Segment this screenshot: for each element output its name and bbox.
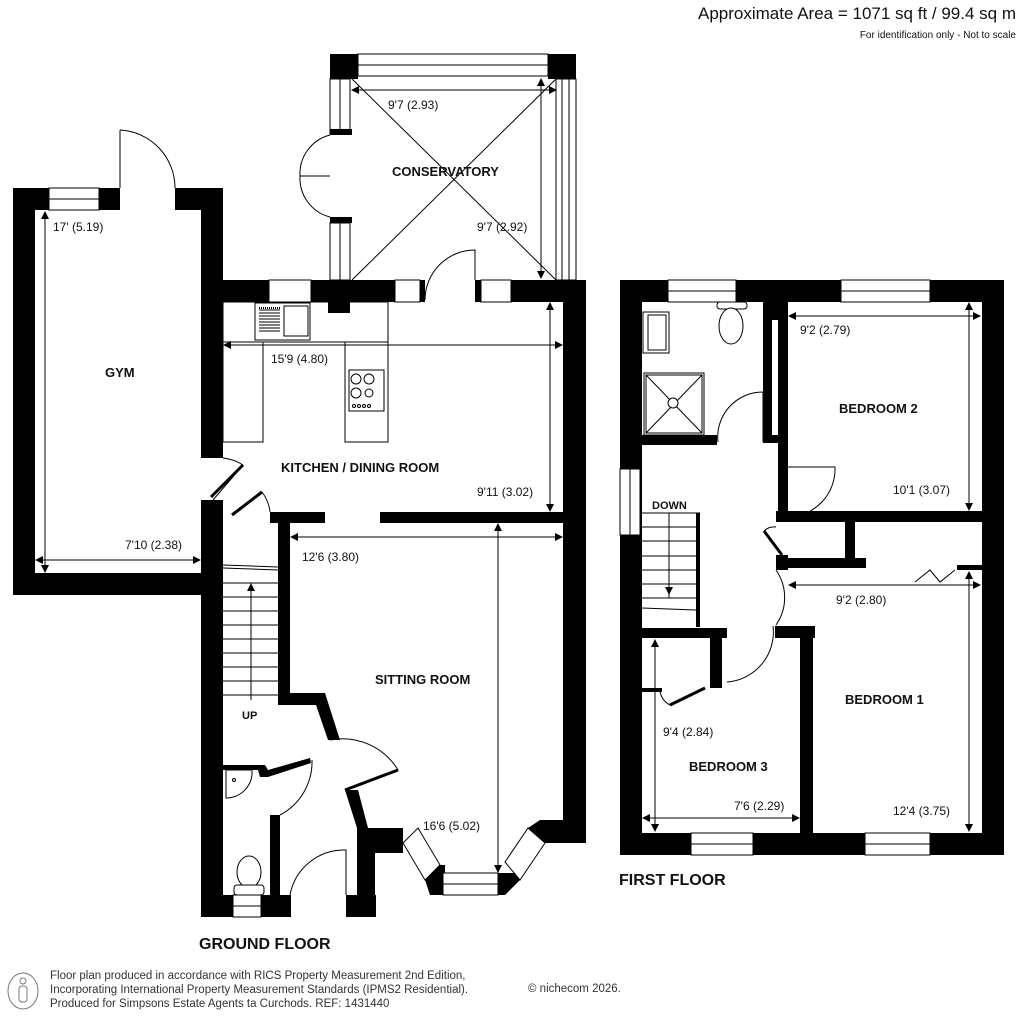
room-label-bedroom-3: BEDROOM 3 bbox=[689, 759, 768, 774]
sitting-length: 16'6 (5.02) bbox=[423, 819, 480, 833]
bath-basin-icon bbox=[642, 311, 670, 354]
conservatory-walls bbox=[299, 53, 577, 281]
wc-icon bbox=[716, 301, 748, 345]
first-dimension-lines bbox=[642, 302, 981, 832]
footer-line-3: Produced for Simpsons Estate Agents ta C… bbox=[50, 998, 390, 1010]
kitchen-length: 9'11 (3.02) bbox=[477, 485, 533, 499]
sitting-room-walls bbox=[278, 512, 586, 915]
kitchen-width: 15'9 (4.80) bbox=[271, 352, 328, 366]
gym-width: 7'10 (2.38) bbox=[125, 538, 182, 552]
ground-floor: GYM 17' (5.19) 7'10 (2.38) CONSERVATORY … bbox=[13, 53, 586, 953]
person-icon bbox=[7, 972, 39, 1010]
floor-plan: GYM 17' (5.19) 7'10 (2.38) CONSERVATORY … bbox=[13, 53, 1004, 953]
bedroom2-width: 9'2 (2.79) bbox=[800, 323, 850, 337]
footer-text: Floor plan produced in accordance with R… bbox=[50, 969, 468, 1011]
basin-icon bbox=[225, 769, 253, 799]
stairs-up-label: UP bbox=[242, 710, 257, 722]
room-label-sitting-room: SITTING ROOM bbox=[375, 672, 470, 687]
kitchen-walls bbox=[201, 249, 586, 840]
bedroom1-width: 9'2 (2.80) bbox=[836, 593, 886, 607]
footer-line-2: Incorporating International Property Mea… bbox=[50, 984, 469, 996]
room-label-kitchen: KITCHEN / DINING ROOM bbox=[281, 460, 439, 475]
room-label-bedroom-2: BEDROOM 2 bbox=[839, 401, 918, 416]
room-label-conservatory: CONSERVATORY bbox=[392, 164, 499, 179]
ground-floor-label: GROUND FLOOR bbox=[199, 936, 331, 953]
sitting-width: 12'6 (3.80) bbox=[302, 550, 359, 564]
room-label-gym: GYM bbox=[105, 365, 135, 380]
scale-note: For identification only - Not to scale bbox=[859, 30, 1016, 41]
staircase-down bbox=[641, 512, 700, 627]
hob-icon bbox=[348, 369, 385, 412]
hall-walls bbox=[201, 500, 376, 918]
approximate-area: Approximate Area = 1071 sq ft / 99.4 sq … bbox=[698, 4, 1016, 23]
ground-dimension-lines bbox=[35, 78, 563, 873]
first-floor-label: FIRST FLOOR bbox=[619, 872, 726, 889]
bedroom1-length: 12'4 (3.75) bbox=[893, 804, 950, 818]
conservatory-width: 9'7 (2.93) bbox=[388, 98, 438, 112]
staircase-up bbox=[222, 564, 279, 700]
copyright: © nichecom 2026. bbox=[528, 983, 621, 995]
first-floor-walls bbox=[619, 279, 1004, 856]
gym-length: 17' (5.19) bbox=[53, 220, 103, 234]
shower-tray-icon bbox=[643, 372, 705, 436]
bedroom3-length: 9'4 (2.84) bbox=[663, 725, 713, 739]
first-floor: BEDROOM 2 9'2 (2.79) 10'1 (3.07) BEDROOM… bbox=[619, 279, 1004, 889]
conservatory-length: 9'7 (2.92) bbox=[477, 220, 527, 234]
bedroom2-length: 10'1 (3.07) bbox=[893, 483, 950, 497]
stairs-down-label: DOWN bbox=[652, 500, 687, 512]
sink-icon bbox=[259, 305, 309, 337]
room-label-bedroom-1: BEDROOM 1 bbox=[845, 692, 924, 707]
bedroom3-width: 7'6 (2.29) bbox=[734, 799, 784, 813]
toilet-icon bbox=[233, 855, 265, 896]
footer-line-1: Floor plan produced in accordance with R… bbox=[50, 970, 466, 982]
